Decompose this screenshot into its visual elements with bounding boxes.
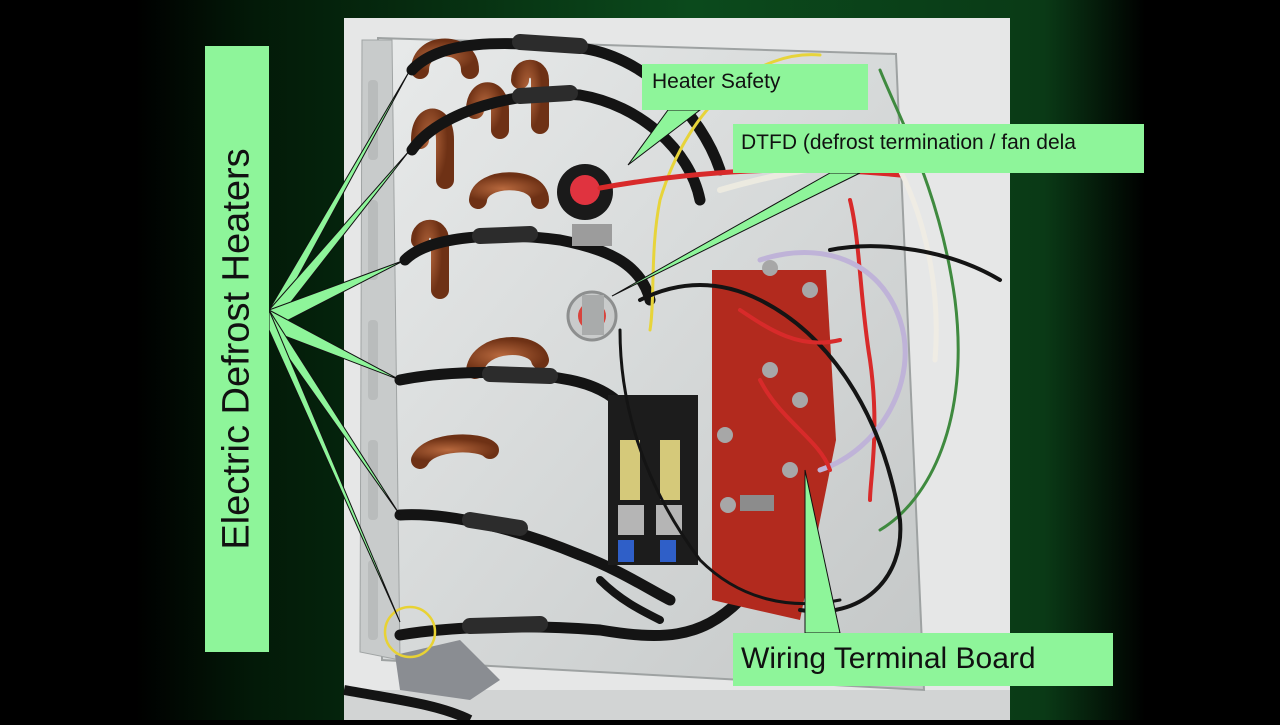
electric-defrost-heaters-text: Electric Defrost Heaters [215, 148, 258, 550]
highlight-circle [383, 605, 437, 659]
panel-slots [368, 80, 378, 640]
safety-callout-pointer [627, 109, 702, 166]
electric-defrost-heaters-label: Electric Defrost Heaters [205, 46, 269, 652]
right-border [1145, 0, 1280, 720]
heater-safety-label: Heater Safety [642, 64, 868, 110]
power-cord [343, 685, 473, 725]
dtfd-callout-pointer [611, 172, 861, 297]
heater-safety-switch [557, 164, 613, 246]
heater-callout-pointers [268, 69, 411, 623]
dtfd-switch [566, 290, 618, 342]
wiring-terminal-board-label: Wiring Terminal Board [733, 633, 1113, 686]
dtfd-label: DTFD (defrost termination / fan dela [733, 124, 1144, 173]
lead-sleeves [462, 34, 588, 634]
